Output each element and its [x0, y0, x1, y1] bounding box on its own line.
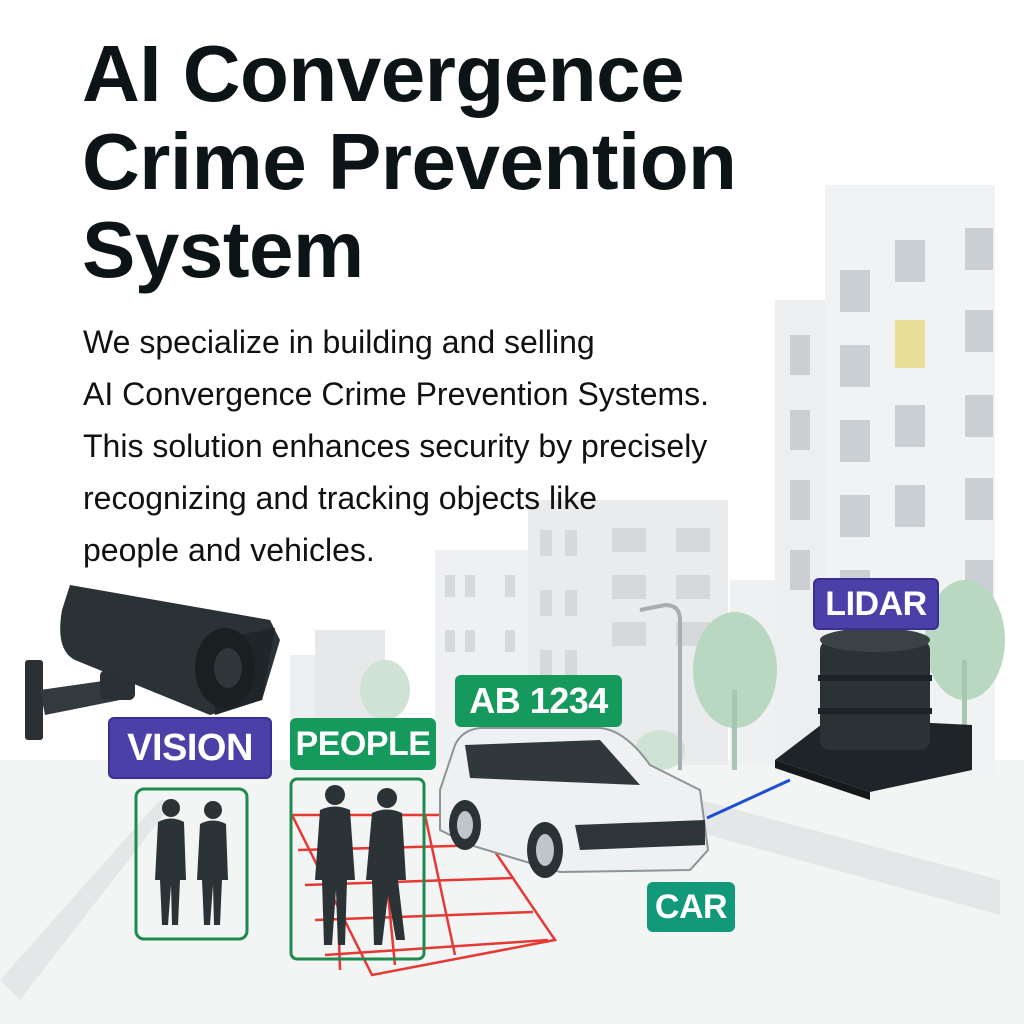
- lidar-label: LIDAR: [813, 578, 939, 630]
- description-line: This solution enhances security by preci…: [83, 428, 708, 464]
- license-plate-label: AB 1234: [455, 675, 622, 727]
- title-line: AI Convergence: [82, 29, 685, 118]
- lidar-sensor-icon: [775, 628, 972, 800]
- person-silhouettes-people: [315, 785, 406, 945]
- description-line: recognizing and tracking objects like: [83, 480, 598, 516]
- sensor-link-line: [706, 778, 791, 820]
- page-title: AI Convergence Crime Prevention System: [82, 29, 737, 294]
- trees: [360, 580, 1005, 770]
- vision-label: VISION: [108, 717, 272, 779]
- lit-window: [895, 320, 925, 368]
- car-illustration: [439, 727, 710, 878]
- security-camera-icon: [25, 585, 281, 740]
- person-silhouettes-vision: [155, 799, 228, 925]
- people-detection-box: [289, 777, 426, 961]
- description-line: people and vehicles.: [83, 532, 375, 568]
- description-line: We specialize in building and selling: [83, 324, 595, 360]
- curb: [0, 800, 175, 1000]
- vision-detection-box: [134, 787, 249, 941]
- description-line: AI Convergence Crime Prevention Systems.: [83, 376, 710, 412]
- title-line: System: [82, 205, 364, 294]
- tall-building-side: [775, 300, 825, 770]
- people-label: PEOPLE: [290, 718, 436, 770]
- title-line: Crime Prevention: [82, 117, 737, 206]
- street-lamp: [639, 602, 682, 770]
- sidewalk: [690, 800, 1000, 915]
- description: We specialize in building and selling AI…: [83, 316, 709, 576]
- car-label: CAR: [647, 882, 735, 932]
